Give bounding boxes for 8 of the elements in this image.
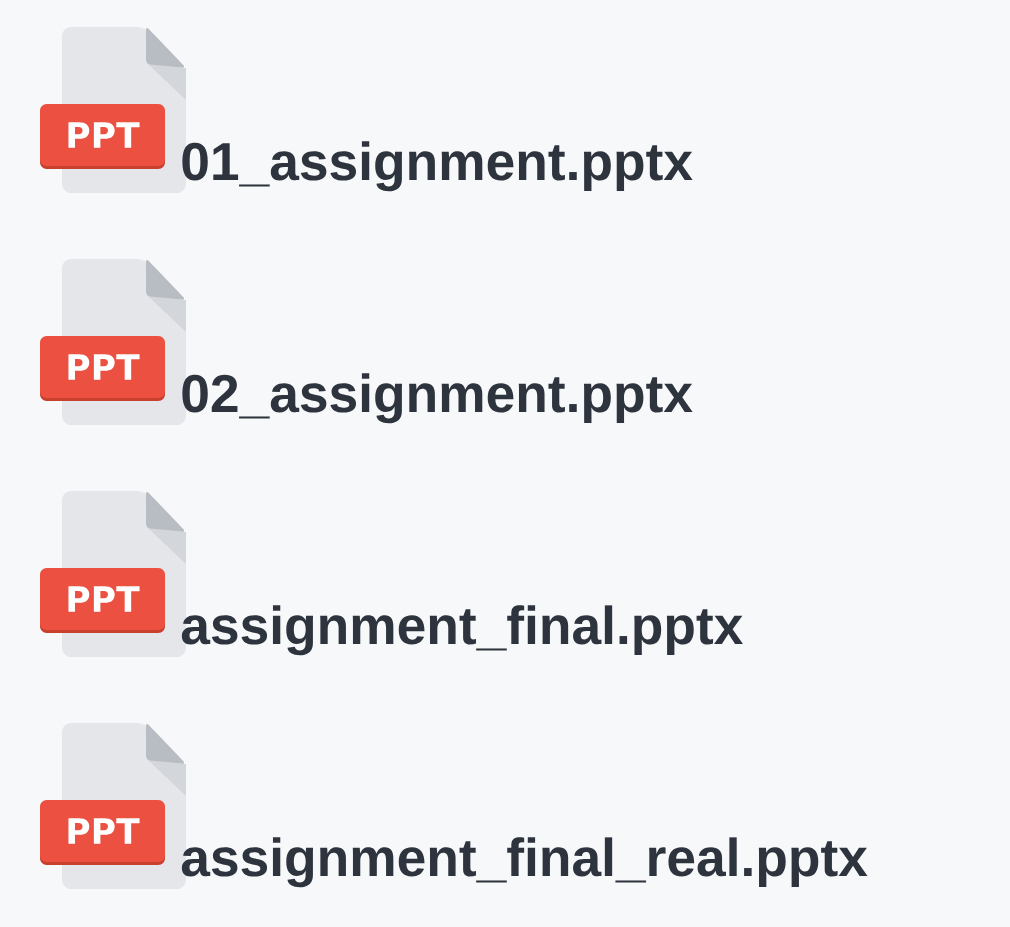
file-type-badge: PPT [40,104,165,169]
file-type-badge: PPT [40,800,165,865]
file-type-badge: PPT [40,336,165,401]
file-name: assignment_final.pptx [181,605,743,656]
file-name: 02_assignment.pptx [182,373,693,424]
file-name: 01_assignment.pptx [182,141,693,192]
file-name: assignment_final_real.pptx [181,837,868,888]
file-type-badge: PPT [40,568,165,633]
